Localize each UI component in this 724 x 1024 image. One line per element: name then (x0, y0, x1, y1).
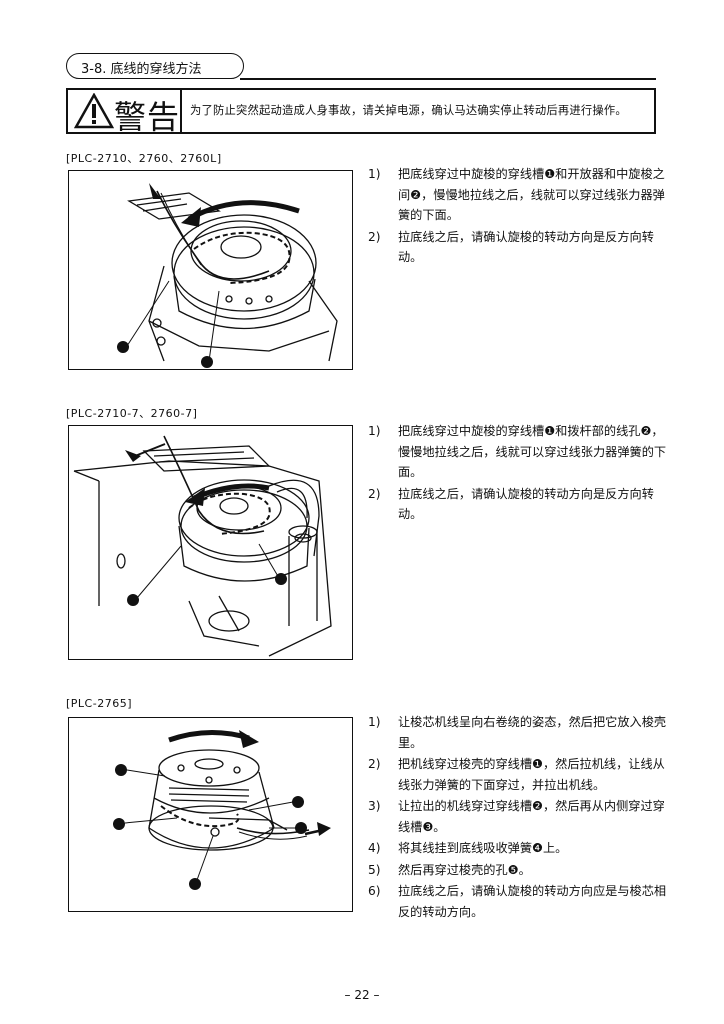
warning-box: 警告 为了防止突然起动造成人身事故，请关掉电源，确认马达确实停止转动后再进行操作… (66, 88, 656, 136)
figure-1 (68, 170, 353, 370)
list-item: 1) 把底线穿过中旋梭的穿线槽❶和拨杆部的线孔❷，慢慢地拉线之后，线就可以穿过线张… (368, 421, 668, 483)
section-title: 3-8. 底线的穿线方法 (81, 62, 202, 77)
step-number: 5) (368, 862, 381, 877)
section-title-tab: 3-8. 底线的穿线方法 (66, 53, 244, 79)
warning-text: 为了防止突然起动造成人身事故，请关掉电源，确认马达确实停止转动后再进行操作。 (190, 104, 627, 117)
page-number: – 22 – (344, 988, 380, 1002)
step-number: 2) (368, 486, 381, 501)
list-item: 1) 把底线穿过中旋梭的穿线槽❶和开放器和中旋梭之间❷，慢慢地拉线之后，线就可以穿… (368, 164, 668, 226)
step-number: 6) (368, 884, 381, 898)
step-text: 将其线挂到底线吸收弹簧❹上。 (398, 841, 568, 855)
model-label-1: [PLC-2710、2760、2760L] (66, 152, 222, 165)
warning-triangle-icon (74, 93, 114, 129)
bobbin-case-threading-illustration (113, 730, 331, 890)
steps-list-3: 1) 让梭芯机线呈向右卷绕的姿态，然后把它放入梭壳里。 2) 把机线穿过梭壳的穿线槽… (368, 712, 668, 923)
step-text: 让梭芯机线呈向右卷绕的姿态，然后把它放入梭壳里。 (398, 715, 667, 750)
step-text: 拉底线之后，请确认旋梭的转动方向是反方向转动。 (398, 486, 654, 522)
step-text: 拉底线之后，请确认旋梭的转动方向应是与梭芯相反的转动方向。 (398, 884, 667, 919)
step-text: 让拉出的机线穿过穿线槽❷，然后再从内侧穿过穿线槽❸。 (398, 799, 665, 834)
list-item: 4) 将其线挂到底线吸收弹簧❹上。 (368, 838, 668, 859)
step-number: 1) (368, 715, 381, 729)
step-text: 然后再穿过梭壳的孔❺。 (398, 862, 531, 877)
step-number: 3) (368, 799, 381, 813)
step-text: 把底线穿过中旋梭的穿线槽❶和拨杆部的线孔❷，慢慢地拉线之后，线就可以穿过线张力器… (398, 424, 667, 479)
list-item: 5) 然后再穿过梭壳的孔❺。 (368, 860, 668, 881)
model-label-2: [PLC-2710-7、2760-7] (66, 407, 198, 420)
hook-threading-illustration-2 (73, 435, 332, 657)
step-number: 2) (368, 757, 381, 771)
warning-label-cell: 警告 (68, 90, 182, 136)
step-number: 1) (368, 424, 381, 438)
section-rule (240, 78, 656, 80)
step-text: 把机线穿过梭壳的穿线槽❶，然后拉机线，让线从线张力弹簧的下面穿过，并拉出机线。 (398, 757, 665, 792)
list-item: 3) 让拉出的机线穿过穿线槽❷，然后再从内侧穿过穿线槽❸。 (368, 796, 668, 837)
figure-3 (68, 717, 353, 912)
step-text: 把底线穿过中旋梭的穿线槽❶和开放器和中旋梭之间❷，慢慢地拉线之后，线就可以穿过线… (398, 167, 665, 222)
list-item: 2) 拉底线之后，请确认旋梭的转动方向是反方向转动。 (368, 227, 668, 268)
model-label-3: [PLC-2765] (66, 697, 132, 710)
figure-2 (68, 425, 353, 660)
step-text: 拉底线之后，请确认旋梭的转动方向是反方向转动。 (398, 229, 654, 265)
step-number: 1) (368, 167, 381, 181)
steps-list-2: 1) 把底线穿过中旋梭的穿线槽❶和拨杆部的线孔❷，慢慢地拉线之后，线就可以穿过线张… (368, 421, 668, 526)
warning-label: 警告 (114, 98, 181, 136)
list-item: 6) 拉底线之后，请确认旋梭的转动方向应是与梭芯相反的转动方向。 (368, 881, 668, 922)
step-number: 2) (368, 229, 381, 244)
step-number: 4) (368, 841, 381, 855)
list-item: 2) 拉底线之后，请确认旋梭的转动方向是反方向转动。 (368, 484, 668, 525)
list-item: 2) 把机线穿过梭壳的穿线槽❶，然后拉机线，让线从线张力弹簧的下面穿过，并拉出机线… (368, 754, 668, 795)
hook-threading-illustration-1 (117, 183, 338, 368)
list-item: 1) 让梭芯机线呈向右卷绕的姿态，然后把它放入梭壳里。 (368, 712, 668, 753)
steps-list-1: 1) 把底线穿过中旋梭的穿线槽❶和开放器和中旋梭之间❷，慢慢地拉线之后，线就可以穿… (368, 164, 668, 269)
